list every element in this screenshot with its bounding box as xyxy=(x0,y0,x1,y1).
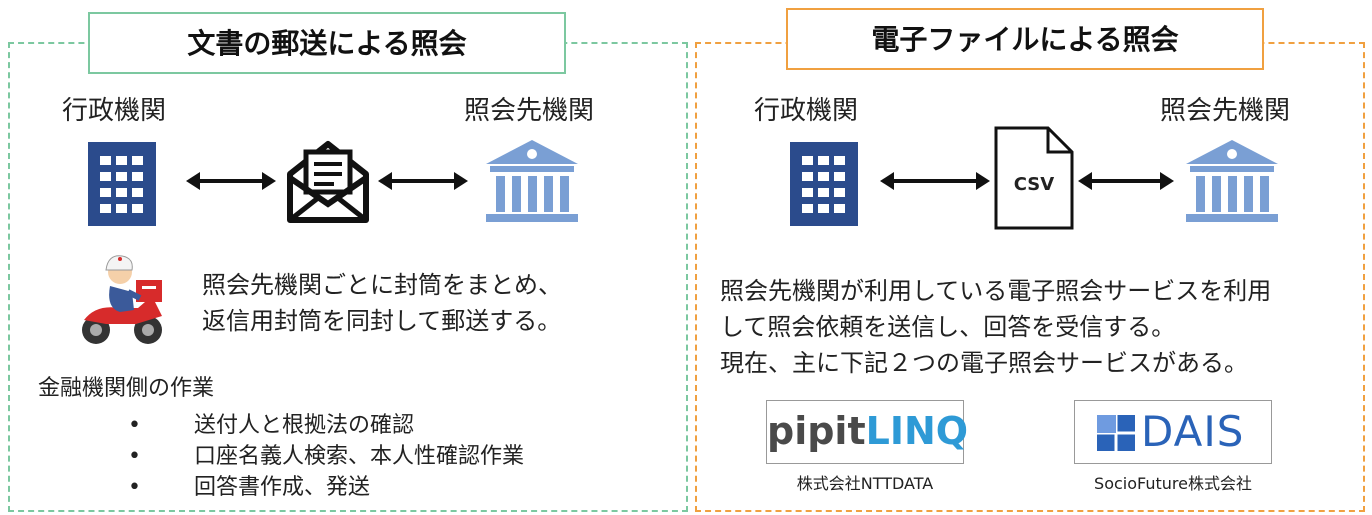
bank-icon xyxy=(1186,140,1278,222)
electronic-inquiry-title: 電子ファイルによる照会 xyxy=(786,8,1264,70)
gov-agency-label: 行政機関 xyxy=(62,96,167,126)
tasks-list: 送付人と根拠法の確認 口座名義人検索、本人性確認作業 回答書作成、発送 xyxy=(128,410,524,503)
electronic-description-line2: して照会依頼を送信し、回答を受信する。 xyxy=(720,313,1176,341)
bank-icon xyxy=(486,140,578,222)
linq-logo-text: LINQ xyxy=(865,409,969,453)
target-agency-label: 照会先機関 xyxy=(464,96,595,126)
office-building-icon xyxy=(88,142,156,226)
office-building-icon xyxy=(790,142,858,226)
electronic-description-line1: 照会先機関が利用している電子照会サービスを利用 xyxy=(720,277,1272,305)
task-item: 送付人と根拠法の確認 xyxy=(128,410,524,441)
pipit-logo-text: pipit xyxy=(767,409,866,453)
postal-description-line1: 照会先機関ごとに封筒をまとめ、 xyxy=(202,271,562,299)
csv-file-icon: CSV xyxy=(994,126,1074,230)
electronic-description-line3: 現在、主に下記２つの電子照会サービスがある。 xyxy=(720,349,1248,377)
dais-mark-icon xyxy=(1097,415,1135,451)
tasks-heading: 金融機関側の作業 xyxy=(38,376,215,401)
double-arrow-icon xyxy=(378,172,468,190)
target-agency-label: 照会先機関 xyxy=(1160,96,1291,126)
gov-agency-label: 行政機関 xyxy=(754,96,859,126)
dais-logo: DAIS xyxy=(1074,400,1272,464)
dais-logo-text: DAIS xyxy=(1141,407,1245,456)
double-arrow-icon xyxy=(880,172,990,190)
postal-inquiry-title: 文書の郵送による照会 xyxy=(88,12,566,74)
dais-company: SocioFuture株式会社 xyxy=(1094,474,1252,493)
postal-description-line2: 返信用封筒を同封して郵送する。 xyxy=(202,307,562,335)
double-arrow-icon xyxy=(1078,172,1174,190)
postman-scooter-icon xyxy=(82,255,162,344)
csv-label: CSV xyxy=(1013,174,1055,195)
pipitlinq-logo: pipitLINQ xyxy=(766,400,968,464)
pipitlinq-company: 株式会社NTTDATA xyxy=(796,474,934,493)
task-item: 口座名義人検索、本人性確認作業 xyxy=(128,441,524,472)
envelope-icon xyxy=(287,141,369,223)
double-arrow-icon xyxy=(186,172,276,190)
task-item: 回答書作成、発送 xyxy=(128,472,524,503)
